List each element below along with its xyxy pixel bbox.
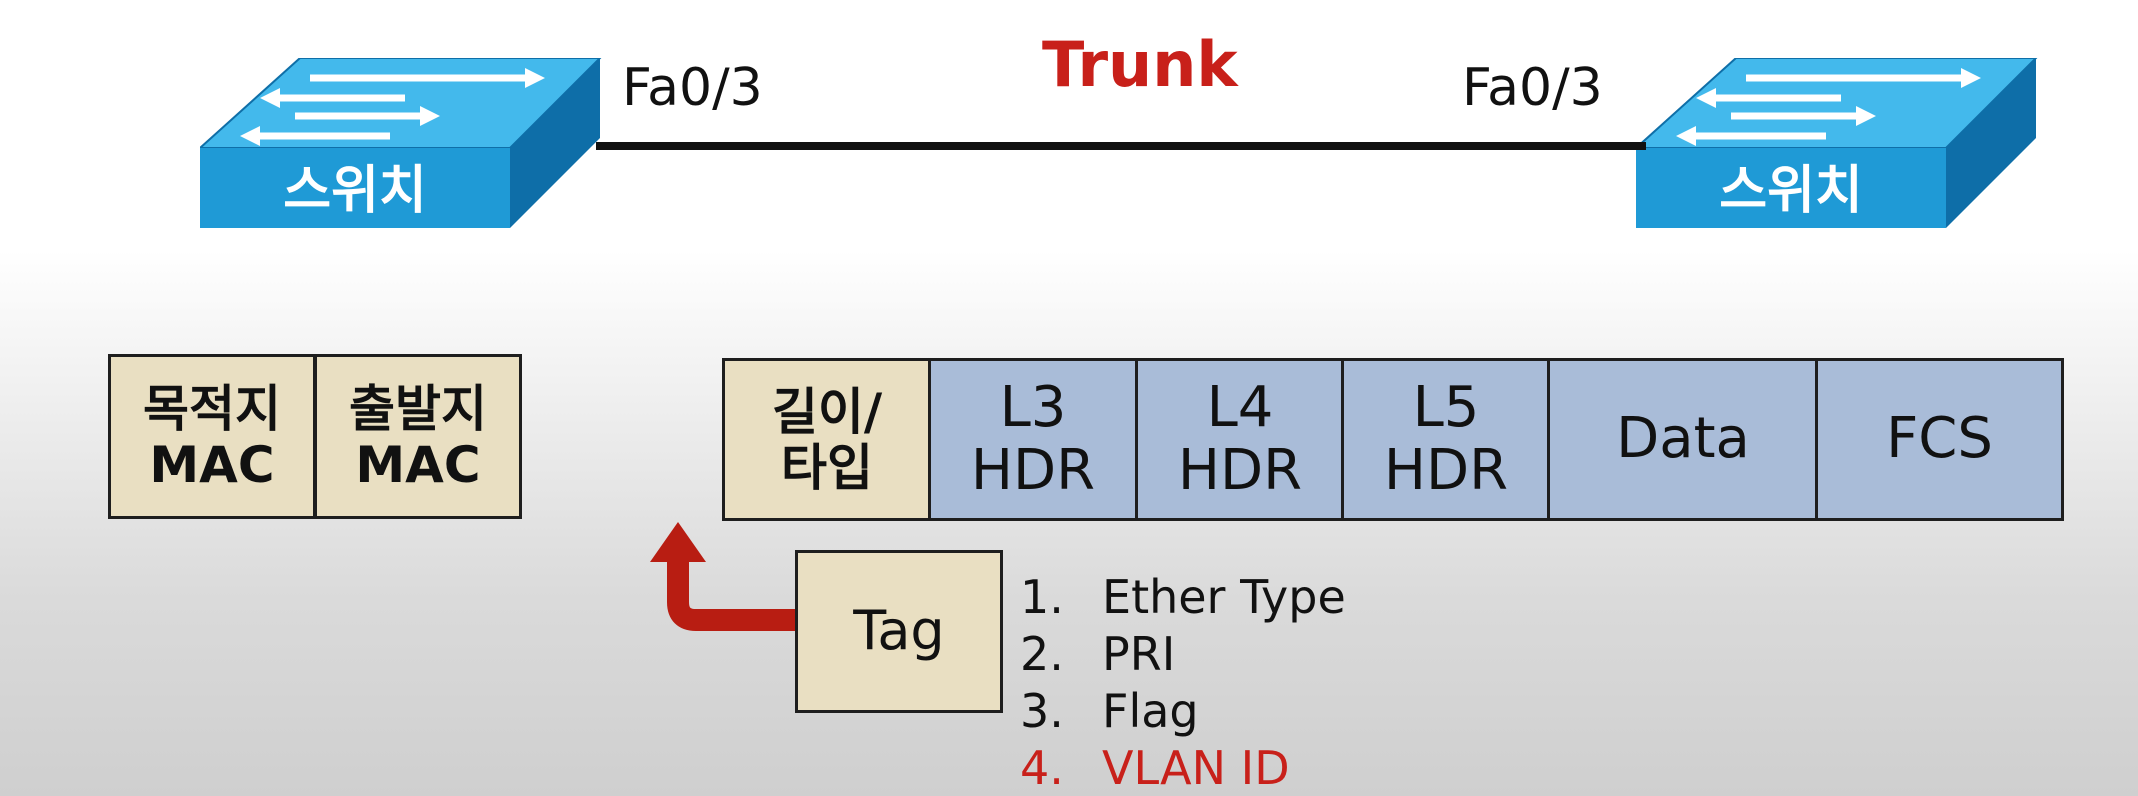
tag-field-flag: 3. Flag (1020, 682, 1346, 739)
l3-header-text: L3 HDR (970, 374, 1096, 503)
tag-field-vlan-id: 4. VLAN ID (1020, 739, 1346, 796)
l5-header-field: L5 HDR (1341, 358, 1551, 521)
tag-fields-list: 1. Ether Type 2. PRI 3. Flag 4. VLAN ID (1020, 568, 1346, 796)
tag-field-number: 4. (1020, 740, 1064, 795)
tag-field-name: Flag (1102, 683, 1199, 738)
destination-mac-field: 목적지 MAC (108, 354, 316, 519)
tag-field-number: 2. (1020, 626, 1064, 681)
tag-field-number: 3. (1020, 683, 1064, 738)
right-switch-icon: 스위치 (1636, 58, 2038, 228)
insert-arrow-icon (650, 522, 800, 631)
l4-header-field: L4 HDR (1135, 358, 1345, 521)
data-text: Data (1616, 406, 1750, 472)
source-mac-text: 출발지 MAC (349, 379, 487, 494)
tag-text: Tag (853, 599, 945, 663)
right-switch-label: 스위치 (1719, 161, 1863, 221)
trunk-label: Trunk (1042, 28, 1238, 101)
trunk-link-line (596, 142, 1646, 150)
tag-field-number: 1. (1020, 569, 1064, 624)
length-type-field: 길이/ 타입 (722, 358, 932, 521)
destination-mac-text: 목적지 MAC (143, 379, 281, 494)
tag-field-name: PRI (1102, 626, 1176, 681)
right-port-label: Fa0/3 (1462, 58, 1603, 118)
length-type-text: 길이/ 타입 (771, 382, 883, 497)
left-switch-label: 스위치 (283, 161, 427, 221)
tag-field-pri: 2. PRI (1020, 625, 1346, 682)
fcs-field: FCS (1815, 358, 2064, 521)
source-mac-field: 출발지 MAC (314, 354, 522, 519)
tag-field: Tag (795, 550, 1003, 713)
left-port-label: Fa0/3 (622, 58, 763, 118)
tag-field-name: Ether Type (1102, 569, 1346, 624)
l3-header-field: L3 HDR (928, 358, 1138, 521)
fcs-text: FCS (1886, 406, 1993, 472)
left-switch-icon: 스위치 (200, 58, 602, 228)
l5-header-text: L5 HDR (1383, 374, 1509, 503)
tag-field-name: VLAN ID (1102, 740, 1290, 795)
tag-field-ether-type: 1. Ether Type (1020, 568, 1346, 625)
l4-header-text: L4 HDR (1177, 374, 1303, 503)
data-field: Data (1547, 358, 1819, 521)
